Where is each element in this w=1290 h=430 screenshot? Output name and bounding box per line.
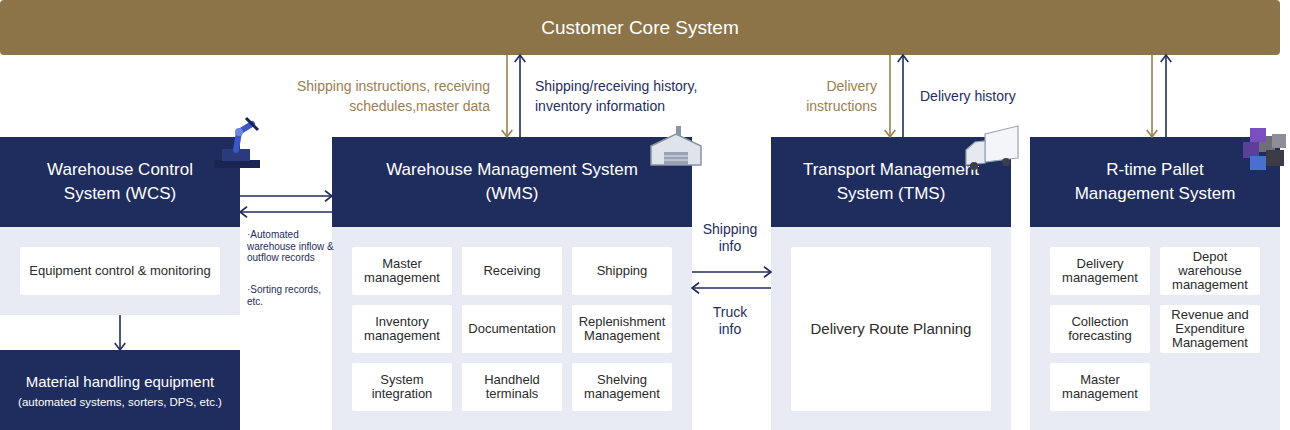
connector-line [902,55,904,137]
connector-label: Shipping instructions, receiving schedul… [280,76,490,117]
function-label: System integration [352,373,452,402]
connector-line [240,211,332,213]
arrow-head [764,267,771,278]
function-label: Shipping [593,264,652,278]
connector-line [119,315,121,350]
arrow-head [1161,55,1172,62]
connector-label: Shipping/receiving history, inventory in… [535,76,720,117]
system-panel: Warehouse Control System (WCS) Equipment … [0,137,240,315]
function-box: Collection forecasting [1050,305,1150,353]
function-box: System integration [352,363,452,411]
function-box: Shelving management [572,363,672,411]
function-label: Handheld terminals [462,373,562,402]
function-box: Handheld terminals [462,363,562,411]
function-box: Receiving [462,247,562,295]
connector [1147,55,1158,137]
arrow-head [692,283,699,294]
arrow-head [240,207,247,218]
system-panel: R-time Pallet Management SystemDelivery … [1030,137,1280,430]
flow-note: ·Sorting records, etc. [247,284,327,307]
function-label: Master management [1050,373,1150,402]
arrow-head [885,130,896,137]
connector [885,55,896,137]
function-label: Equipment control & monitoring [25,264,214,278]
panel-title: Transport Management System (TMS) [781,158,1001,206]
function-label: Master management [352,257,452,286]
function-label: Delivery management [1050,257,1150,286]
arrow-head [502,130,513,137]
connector-label: Delivery instructions [787,76,877,117]
panel-header: Warehouse Control System (WCS) [0,137,240,227]
system-band: Customer Core System [0,0,1280,55]
function-box: Replenishment Management [572,305,672,353]
arrow-head [115,343,126,350]
panel-header: Transport Management System (TMS) [771,137,1011,227]
connector-line [1165,55,1167,137]
function-label: Depot warehouse management [1160,250,1260,293]
equipment-box: Material handling equipment (automated sy… [0,350,240,430]
connector-line [519,55,521,137]
connector [692,267,771,278]
function-box: Shipping [572,247,672,295]
function-box: Depot warehouse management [1160,247,1260,295]
function-box: Revenue and Expenditure Management [1160,305,1260,353]
function-label: Documentation [464,322,559,336]
connector-label: Delivery history [920,86,1040,106]
band-title: Customer Core System [541,17,738,39]
function-label: Delivery Route Planning [807,321,976,338]
function-label: Revenue and Expenditure Management [1160,308,1260,351]
connector-line [692,287,771,289]
panel-title: R-time Pallet Management System [1070,158,1240,206]
connector-label: Truck info [700,304,760,338]
connector [515,55,526,137]
function-label: Collection forecasting [1050,315,1150,344]
panel-title: Warehouse Management System (WMS) [377,158,647,206]
connector [240,207,332,218]
box-subtitle: (automated systems, sorters, DPS, etc.) [18,396,222,408]
panel-header: Warehouse Management System (WMS) [332,137,692,227]
function-box: Documentation [462,305,562,353]
panel-header: R-time Pallet Management System [1030,137,1280,227]
function-box: Delivery Route Planning [791,247,991,411]
flow-note: ·Automated warehouse inflow & outflow re… [247,229,335,264]
panel-title: Warehouse Control System (WCS) [35,158,205,206]
box-title: Material handling equipment [26,373,214,390]
arrow-head [325,191,332,202]
system-panel: Warehouse Management System (WMS) Master … [332,137,692,430]
function-box: Master management [1050,363,1150,411]
function-box: Equipment control & monitoring [20,247,220,295]
connector-label: Shipping info [700,221,760,255]
system-panel: Transport Management System (TMS) Deliver… [771,137,1011,430]
function-box: Delivery management [1050,247,1150,295]
connector-line [506,55,508,137]
connector [240,191,332,202]
arrow-head [898,55,909,62]
function-box: Master management [352,247,452,295]
arrow-head [515,55,526,62]
connector-line [240,195,332,197]
connector [692,283,771,294]
function-box: Inventory management [352,305,452,353]
connector-line [1151,55,1153,137]
connector [502,55,513,137]
function-label: Replenishment Management [572,315,672,344]
function-label: Shelving management [572,373,672,402]
connector-line [889,55,891,137]
function-label: Receiving [479,264,544,278]
connector-line [692,271,771,273]
connector [115,315,126,350]
arrow-head [1147,130,1158,137]
connector [898,55,909,137]
function-label: Inventory management [352,315,452,344]
connector [1161,55,1172,137]
